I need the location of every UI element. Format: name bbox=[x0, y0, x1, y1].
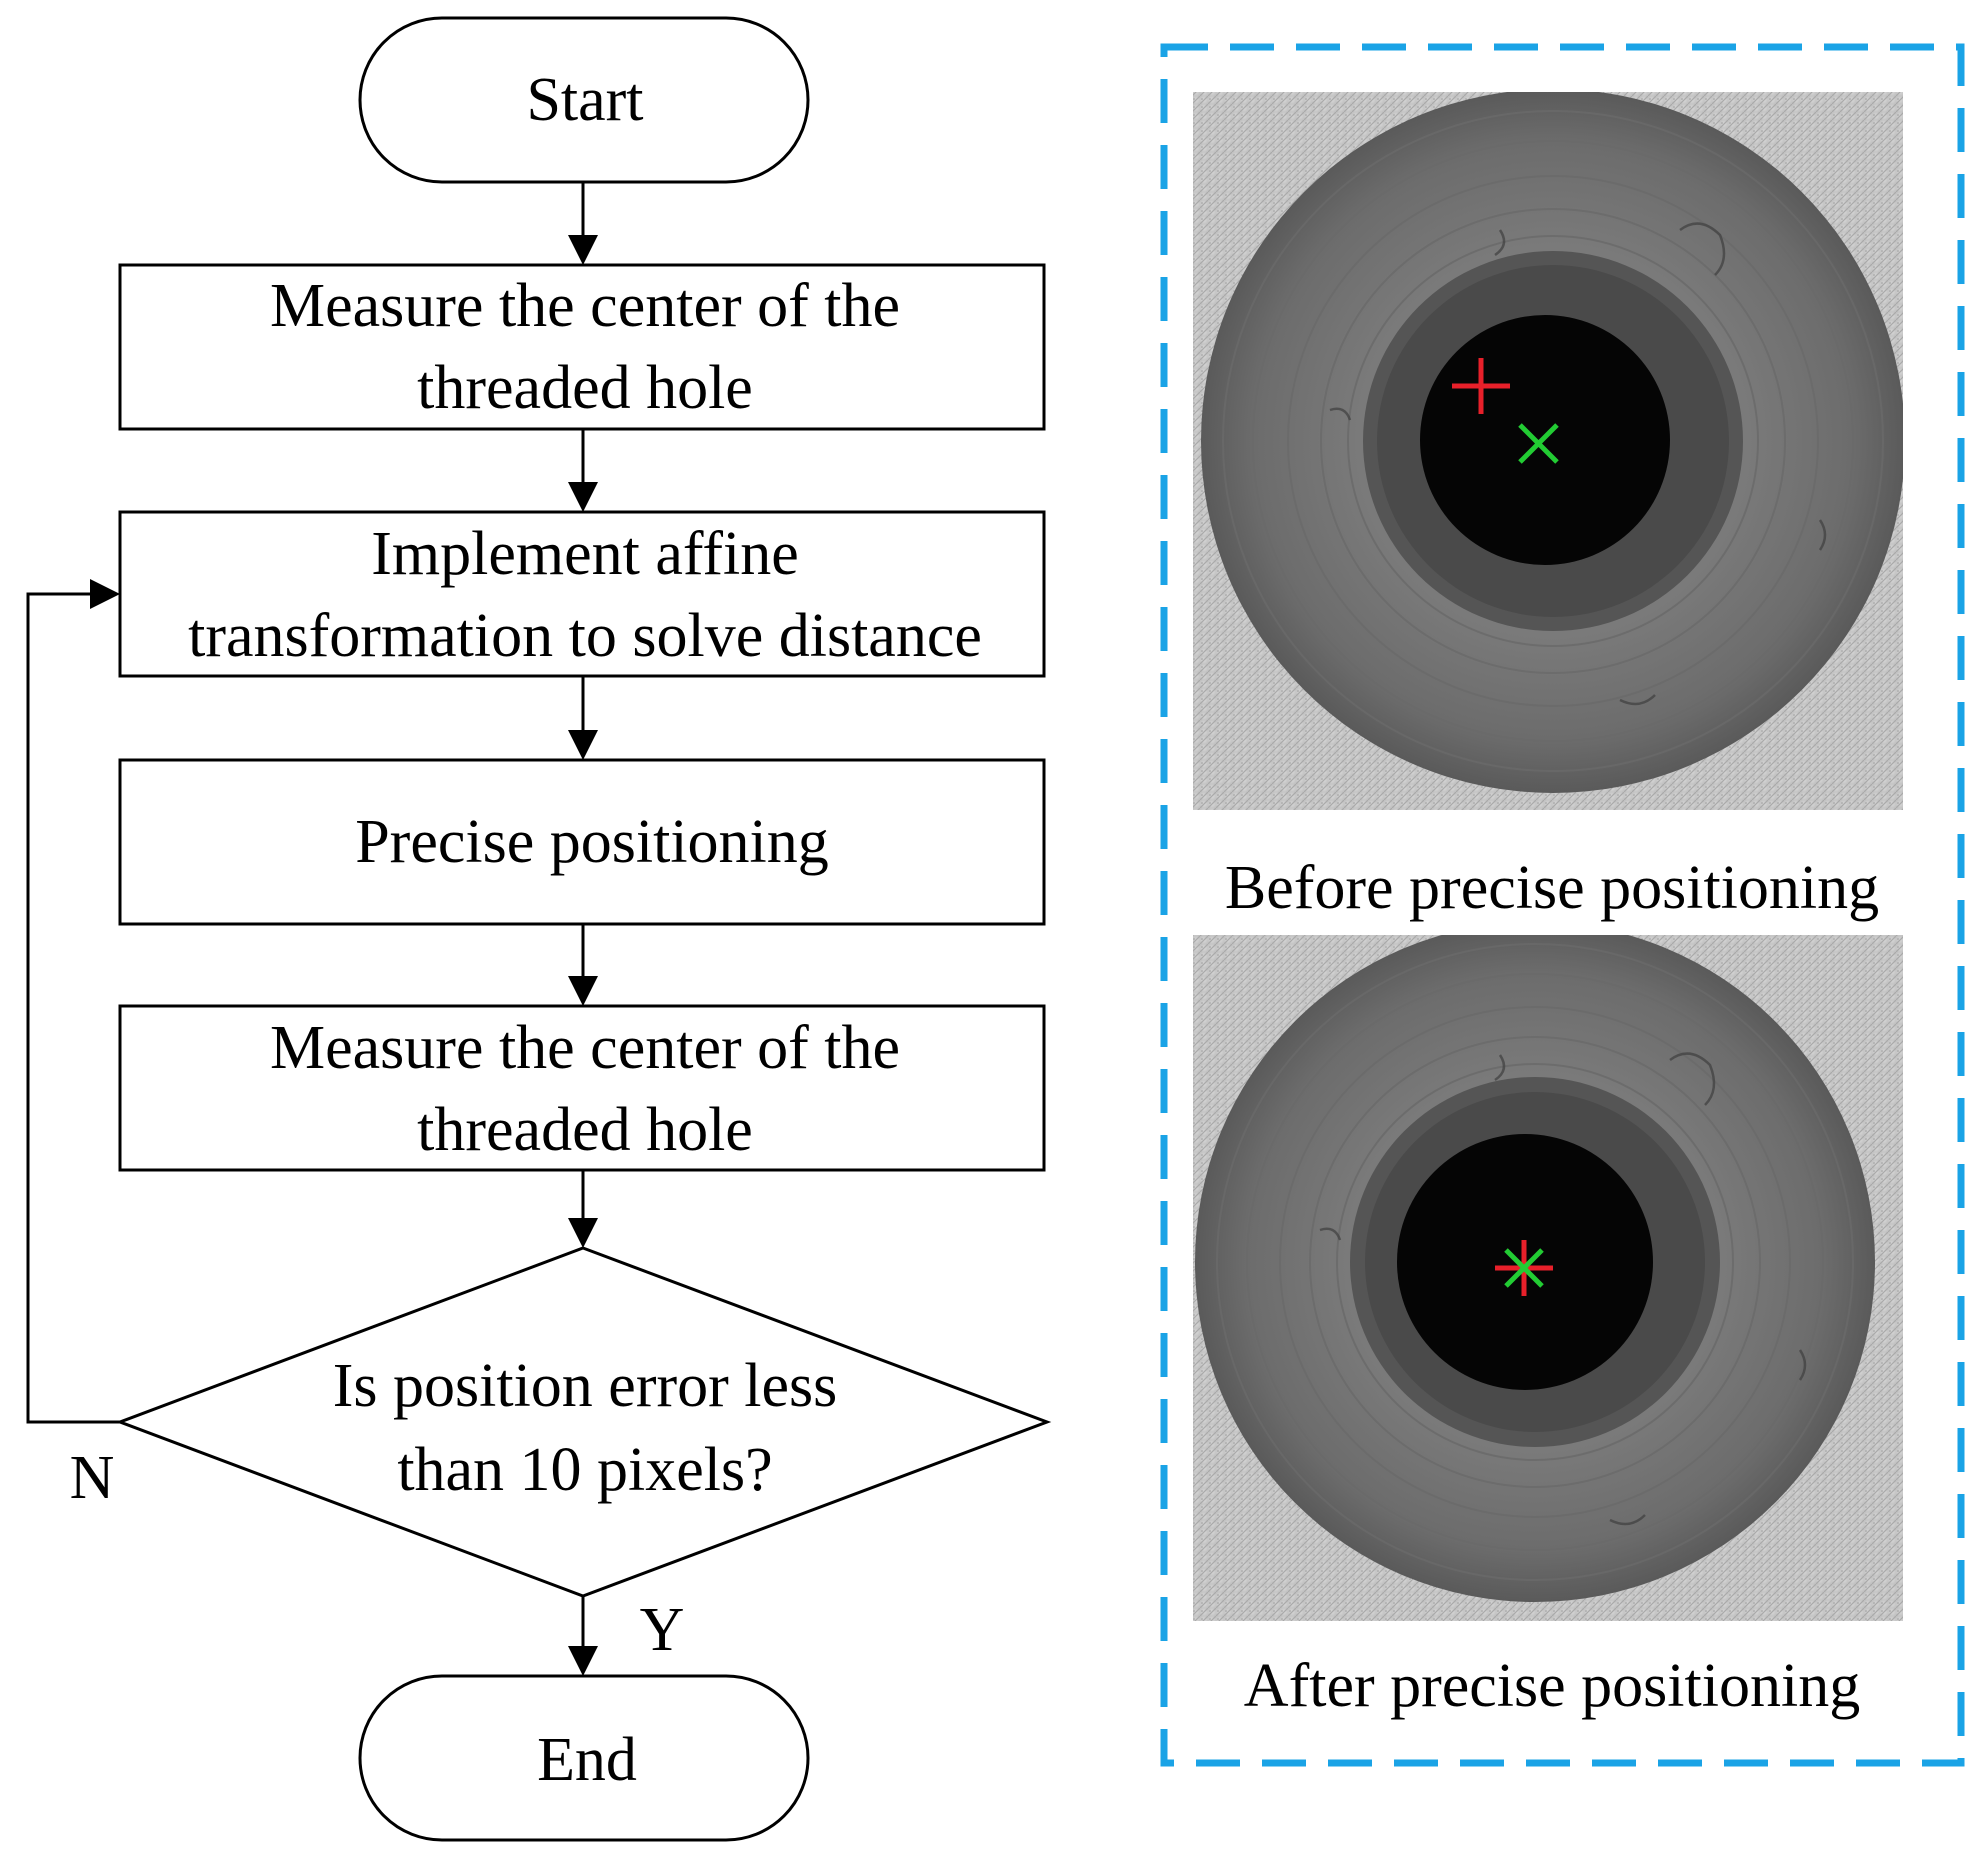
step-measure-center-box bbox=[118, 263, 1046, 431]
flowchart-text: Start Measure the center of the threaded… bbox=[70, 66, 982, 1794]
step1-line2: threaded hole bbox=[417, 354, 753, 422]
after-measured-marker bbox=[1504, 1248, 1544, 1288]
no-branch-label: N bbox=[70, 1444, 115, 1512]
step-precise-positioning-box bbox=[118, 758, 1046, 926]
after-image bbox=[1193, 935, 1903, 1621]
end-label: End bbox=[537, 1726, 637, 1794]
start-label: Start bbox=[526, 66, 643, 134]
decision-line1: Is position error less bbox=[333, 1352, 838, 1420]
step2-line1: Implement affine bbox=[371, 520, 799, 588]
step2-line2: transformation to solve distance bbox=[188, 602, 982, 670]
comparison-panel-border bbox=[1160, 43, 1965, 1767]
step-affine-transform-box bbox=[118, 510, 1046, 678]
before-measured-marker bbox=[1518, 423, 1559, 464]
yes-branch-label: Y bbox=[640, 1596, 685, 1664]
before-target-marker bbox=[1452, 358, 1510, 414]
step3-label: Precise positioning bbox=[355, 808, 829, 876]
end-terminal bbox=[358, 1674, 810, 1842]
step1-line1: Measure the center of the bbox=[270, 272, 900, 340]
step-measure-center-again-box bbox=[118, 1004, 1046, 1172]
flowchart bbox=[26, 16, 1052, 1842]
step4-line2: threaded hole bbox=[417, 1096, 753, 1164]
step4-line1: Measure the center of the bbox=[270, 1014, 900, 1082]
before-caption: Before precise positioning bbox=[1225, 854, 1879, 922]
decision-diamond bbox=[115, 1246, 1052, 1598]
after-caption: After precise positioning bbox=[1244, 1652, 1860, 1720]
decision-line2: than 10 pixels? bbox=[397, 1436, 772, 1504]
arrow-no-loop-back bbox=[26, 579, 120, 1424]
before-image bbox=[1193, 92, 1903, 810]
